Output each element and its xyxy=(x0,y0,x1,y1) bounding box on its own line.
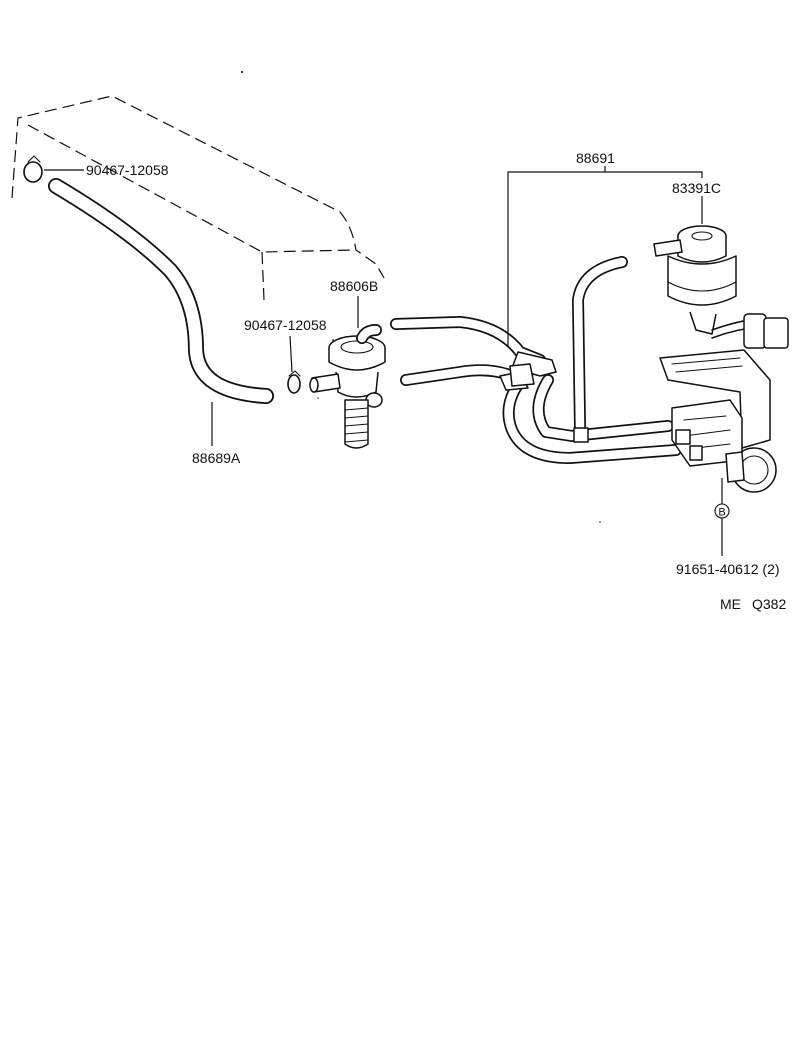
engine-phantom-outline xyxy=(11,95,385,301)
hose-88689a xyxy=(48,178,274,404)
footer-code: Q382 xyxy=(752,596,786,612)
label-hose-assembly-88691: 88691 xyxy=(576,150,615,166)
vsv-83391c xyxy=(653,225,789,349)
label-bolt: 91651-40612 (2) xyxy=(676,561,780,577)
label-vsv-83391c: 83391C xyxy=(672,180,721,196)
label-hose-88689a: 88689A xyxy=(192,450,241,466)
clamp-mid-icon xyxy=(287,370,301,394)
valve-88606b xyxy=(309,324,386,449)
label-valve-88606b: 88606B xyxy=(330,278,378,294)
scan-specks xyxy=(240,70,601,523)
vsv-bracket-assembly xyxy=(659,349,777,493)
label-clamp-top: 90467-12058 xyxy=(86,162,169,178)
clamp-top-icon xyxy=(23,155,43,183)
hose-assembly-88691 xyxy=(390,256,682,464)
footer-code-prefix: ME xyxy=(720,596,741,612)
bolt-marker-letter: B xyxy=(718,507,725,519)
label-clamp-mid: 90467-12058 xyxy=(244,317,327,333)
